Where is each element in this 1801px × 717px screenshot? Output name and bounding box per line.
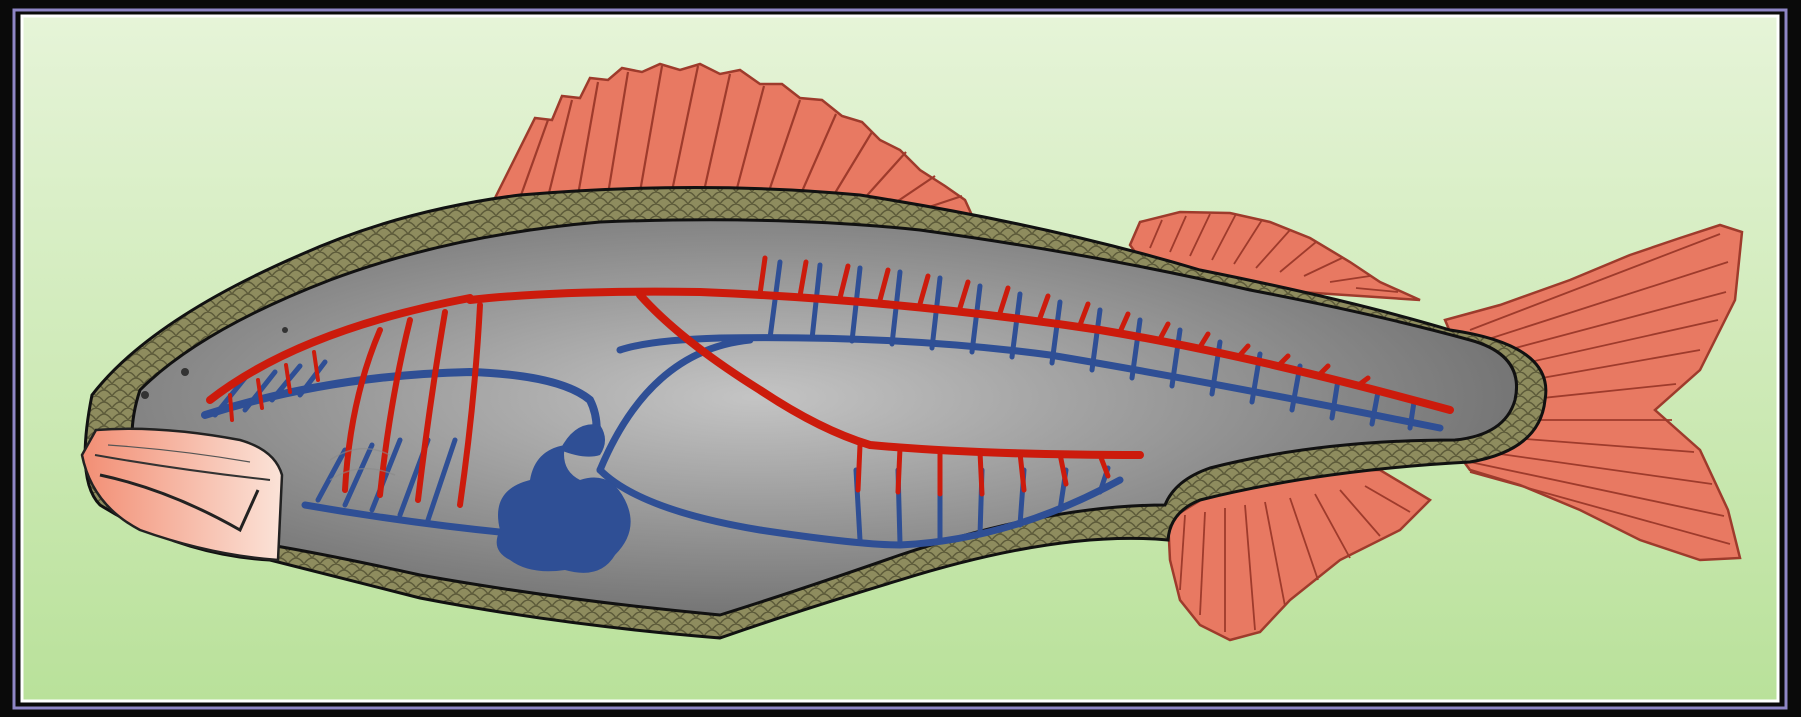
fish-diagram (0, 0, 1801, 717)
diagram-canvas (0, 0, 1801, 717)
